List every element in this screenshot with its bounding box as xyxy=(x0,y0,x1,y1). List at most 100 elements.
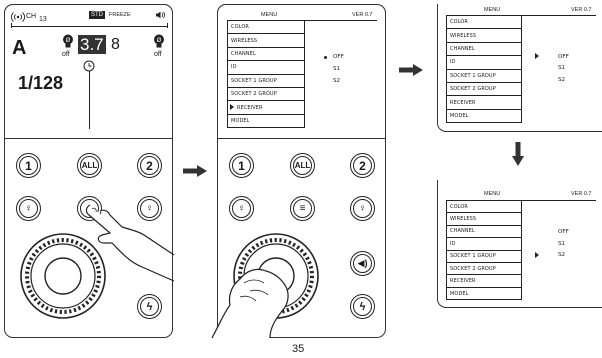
option-s1[interactable]: S1 xyxy=(558,241,566,247)
menu-list: COLOR WIRELESS CHANNEL ID SOCKET 1 GROUP… xyxy=(227,20,305,129)
light-right-button[interactable]: ♀ xyxy=(137,196,162,221)
option-off[interactable]: OFF xyxy=(558,229,569,235)
option-s1[interactable]: S1 xyxy=(558,65,566,71)
menu-lines-icon: ≡ xyxy=(293,199,312,218)
power-value-selected: 3.7 xyxy=(78,35,106,54)
option-cursor-icon xyxy=(535,252,539,258)
menu-item[interactable]: CHANNEL xyxy=(446,225,521,239)
device-2-screen: MENU VER 0.7 COLOR WIRELESS CHANNEL ID S… xyxy=(217,4,386,139)
channel-value: 13 xyxy=(39,16,47,23)
arrow-right-icon xyxy=(183,165,207,177)
menu-item[interactable]: COLOR xyxy=(446,16,521,30)
device-2: MENU VER 0.7 COLOR WIRELESS CHANNEL ID S… xyxy=(211,4,386,339)
flash-button[interactable]: ϟ xyxy=(350,294,375,319)
lightbulb-icon: ♀ xyxy=(140,199,159,218)
light-left-button[interactable]: ♀ xyxy=(229,196,254,221)
lightbulb-icon: ♀ xyxy=(232,199,251,218)
group-2-button[interactable]: 2 xyxy=(350,153,375,178)
menu-item[interactable]: WIRELESS xyxy=(446,29,521,43)
option-s2[interactable]: S2 xyxy=(558,77,566,83)
lightbulb-icon: ♀ xyxy=(353,199,372,218)
menu-title: MENU xyxy=(484,191,501,197)
lightbulb-icon: Ø xyxy=(63,34,73,48)
menu-button[interactable]: ≡ xyxy=(290,196,315,221)
menu-item[interactable]: SOCKET 2 GROUP xyxy=(227,87,304,102)
menu-item[interactable]: MODEL xyxy=(446,287,521,301)
menu-cursor-icon xyxy=(230,104,234,110)
menu-item[interactable]: SOCKET 1 GROUP xyxy=(446,250,521,263)
menu-item[interactable]: SOCKET 1 GROUP xyxy=(446,69,521,83)
hand-illustration xyxy=(211,268,289,339)
flash-button[interactable]: ϟ xyxy=(137,294,162,319)
arrow-right-icon xyxy=(399,64,423,76)
all-button[interactable]: ALL xyxy=(77,153,102,178)
menu-item[interactable]: CHANNEL xyxy=(227,47,304,62)
menu-item[interactable]: SOCKET 2 GROUP xyxy=(446,82,521,97)
options-divider xyxy=(522,200,596,201)
device-1-screen: CH 13 STD FREEZE A Ø off 3.7 8 Ø off xyxy=(4,4,173,139)
off-label-right: off xyxy=(154,51,162,58)
group-1-button[interactable]: 1 xyxy=(229,153,254,178)
power-value-next: 8 xyxy=(111,36,120,53)
option-s2[interactable]: S2 xyxy=(333,78,341,84)
option-off[interactable]: OFF xyxy=(558,54,569,60)
menu-panel: MENU VER 0.7 COLOR WIRELESS CHANNEL ID S… xyxy=(227,12,377,129)
menu-item[interactable]: COLOR xyxy=(446,201,521,214)
option-off[interactable]: OFF xyxy=(333,54,344,60)
sound-button[interactable]: ◀) xyxy=(350,251,375,276)
menu-item[interactable]: CHANNEL xyxy=(446,42,521,57)
device-1: CH 13 STD FREEZE A Ø off 3.7 8 Ø off xyxy=(4,4,175,338)
page-number: 35 xyxy=(292,343,305,355)
menu-item[interactable]: WIRELESS xyxy=(227,34,304,48)
off-label-left: off xyxy=(62,51,70,58)
menu-item[interactable]: SOCKET 2 GROUP xyxy=(446,262,521,276)
freeze-label: FREEZE xyxy=(109,12,131,18)
option-cursor-icon xyxy=(535,53,539,59)
divider-tick-left xyxy=(11,23,13,28)
menu-item[interactable]: RECEIVER xyxy=(446,96,521,110)
menu-list: COLOR WIRELESS CHANNEL ID SOCKET 1 GROUP… xyxy=(446,15,522,124)
menu-title: MENU xyxy=(484,7,501,13)
wireless-signal-icon xyxy=(11,12,25,22)
menu-version: VER 0.7 xyxy=(571,191,592,197)
light-right-button[interactable]: ♀ xyxy=(350,196,375,221)
menu-item[interactable]: ID xyxy=(227,61,304,75)
channel-label: CH xyxy=(26,13,37,20)
menu-item[interactable]: COLOR xyxy=(227,21,304,35)
menu-item[interactable]: SOCKET 1 GROUP xyxy=(227,74,304,88)
option-s1[interactable]: S1 xyxy=(333,66,341,72)
light-left-button[interactable]: ♀ xyxy=(16,196,41,221)
status-divider xyxy=(11,26,168,28)
menu-list: COLOR WIRELESS CHANNEL ID SOCKET 1 GROUP… xyxy=(446,200,522,301)
menu-item[interactable]: ID xyxy=(446,56,521,70)
options-divider xyxy=(522,15,596,16)
menu-item[interactable]: MODEL xyxy=(446,109,521,124)
speaker-icon: ◀) xyxy=(353,254,372,273)
menu-panel: MENU VER 0.7 COLOR WIRELESS CHANNEL ID S… xyxy=(446,7,596,124)
menu-item[interactable]: RECEIVER xyxy=(446,275,521,288)
menu-title: MENU xyxy=(261,12,278,18)
lightning-icon: ϟ xyxy=(353,297,372,316)
lightbulb-icon: Ø xyxy=(154,34,164,48)
all-button[interactable]: ALL xyxy=(290,153,315,178)
group-2-button[interactable]: 2 xyxy=(137,153,162,178)
group-1-button[interactable]: 1 xyxy=(16,153,41,178)
menu-version: VER 0.7 xyxy=(571,7,592,13)
bullet-icon xyxy=(324,56,327,59)
menu-item-selected[interactable]: RECEIVER xyxy=(227,101,304,115)
menu-item[interactable]: MODEL xyxy=(227,114,304,129)
pointer-line xyxy=(88,71,90,129)
divider-tick-right xyxy=(167,23,169,28)
menu-screen-4: MENU VER 0.7 COLOR WIRELESS CHANNEL ID S… xyxy=(437,180,602,308)
menu-item[interactable]: ID xyxy=(446,238,521,251)
arrow-down-icon xyxy=(512,142,524,166)
svg-text:Ø: Ø xyxy=(66,37,71,44)
option-s2[interactable]: S2 xyxy=(558,252,566,258)
control-dial[interactable] xyxy=(19,232,107,320)
options-divider xyxy=(305,20,377,21)
menu-item[interactable]: WIRELESS xyxy=(446,213,521,226)
lightbulb-icon: ♀ xyxy=(19,199,38,218)
hand-illustration xyxy=(85,204,175,282)
shutter-value: 1/128 xyxy=(18,73,64,93)
svg-text:Ø: Ø xyxy=(157,37,162,44)
